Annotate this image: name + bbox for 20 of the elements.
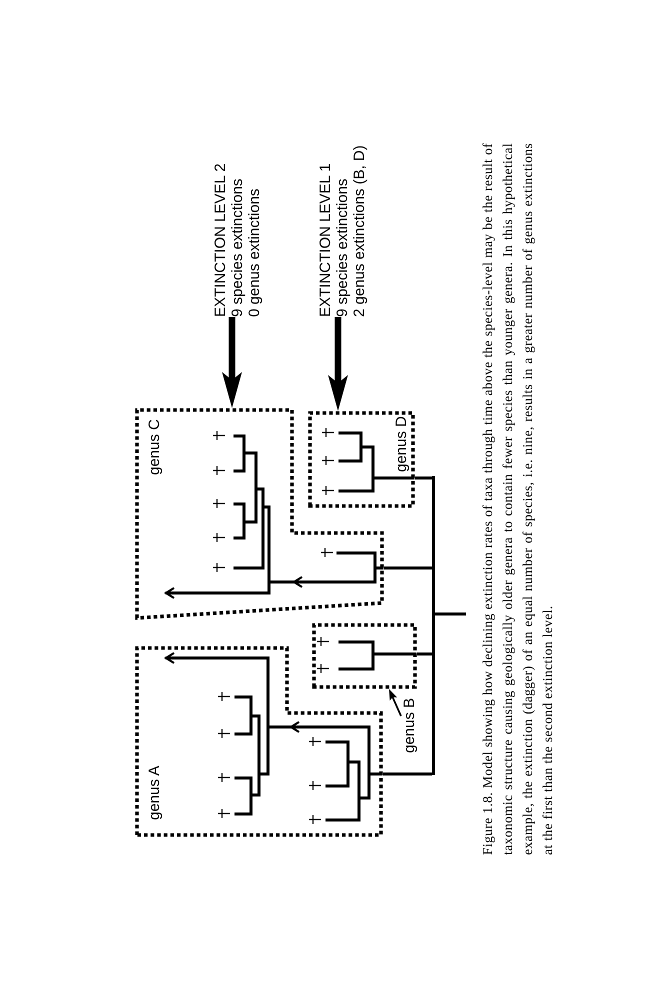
figure-caption: Figure 1.8. Model showing how declining extinction rates of taxa through time above the species-level may be the result of taxonomic structure causing geologically older genera to contain fewer species than younger genera. In this hypothetical example, the extinction (dagger) of an equal number of species, i.e. nine, results in a greater number of genus extinctions at the first than the second extinction level. (479, 143, 556, 855)
trunk-line (432, 476, 435, 776)
branch-line (417, 652, 432, 656)
extinction-level-heading: EXTINCTION LEVEL 1 (317, 162, 334, 317)
extinction-count: 9 species extinctions (334, 178, 351, 317)
branch-line (383, 772, 432, 776)
arrow (222, 317, 242, 408)
genus-label: genus B (401, 698, 418, 753)
extinction-count: 2 genus extinctions (B, D) (351, 145, 368, 317)
genus-label: genus C (146, 419, 163, 475)
arrow (328, 317, 348, 411)
branch-line (384, 566, 432, 570)
extinction-level-heading: EXTINCTION LEVEL 2 (212, 163, 229, 317)
extinction-count: 9 species extinctions (229, 178, 246, 317)
genus-label: genus D (393, 416, 410, 472)
extinction-count: 0 genus extinctions (246, 188, 263, 317)
root-line (435, 612, 466, 616)
leader-arrow (389, 689, 402, 716)
branch-line (415, 476, 432, 480)
genus-label: genus A (146, 766, 163, 820)
